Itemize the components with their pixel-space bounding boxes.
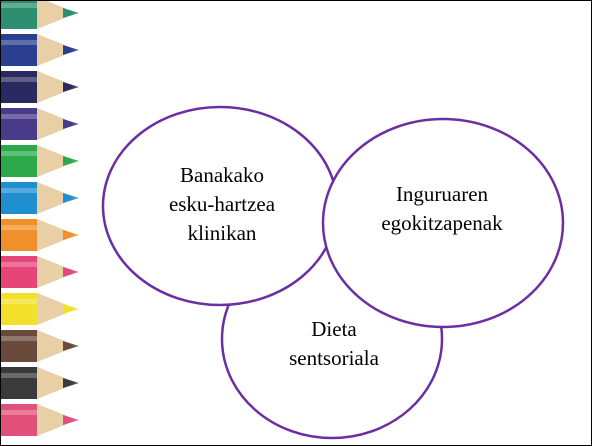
circle-environment-label-line-2: egokitzapenak [381,211,503,235]
circle-clinical-label-line-1: Banakako [180,163,264,187]
colored-pencils-decoration [1,1,101,445]
circle-clinical-label-line-3: klinikan [188,221,257,245]
circle-environment-label-line-1: Inguruaren [396,182,489,206]
circle-diet-label-line-1: Dieta [311,317,357,341]
circle-diet-label-line-2: sentsoriala [289,346,379,370]
circle-clinical-label-line-2: esku-hartzea [169,192,276,216]
circle-environment [321,117,565,329]
